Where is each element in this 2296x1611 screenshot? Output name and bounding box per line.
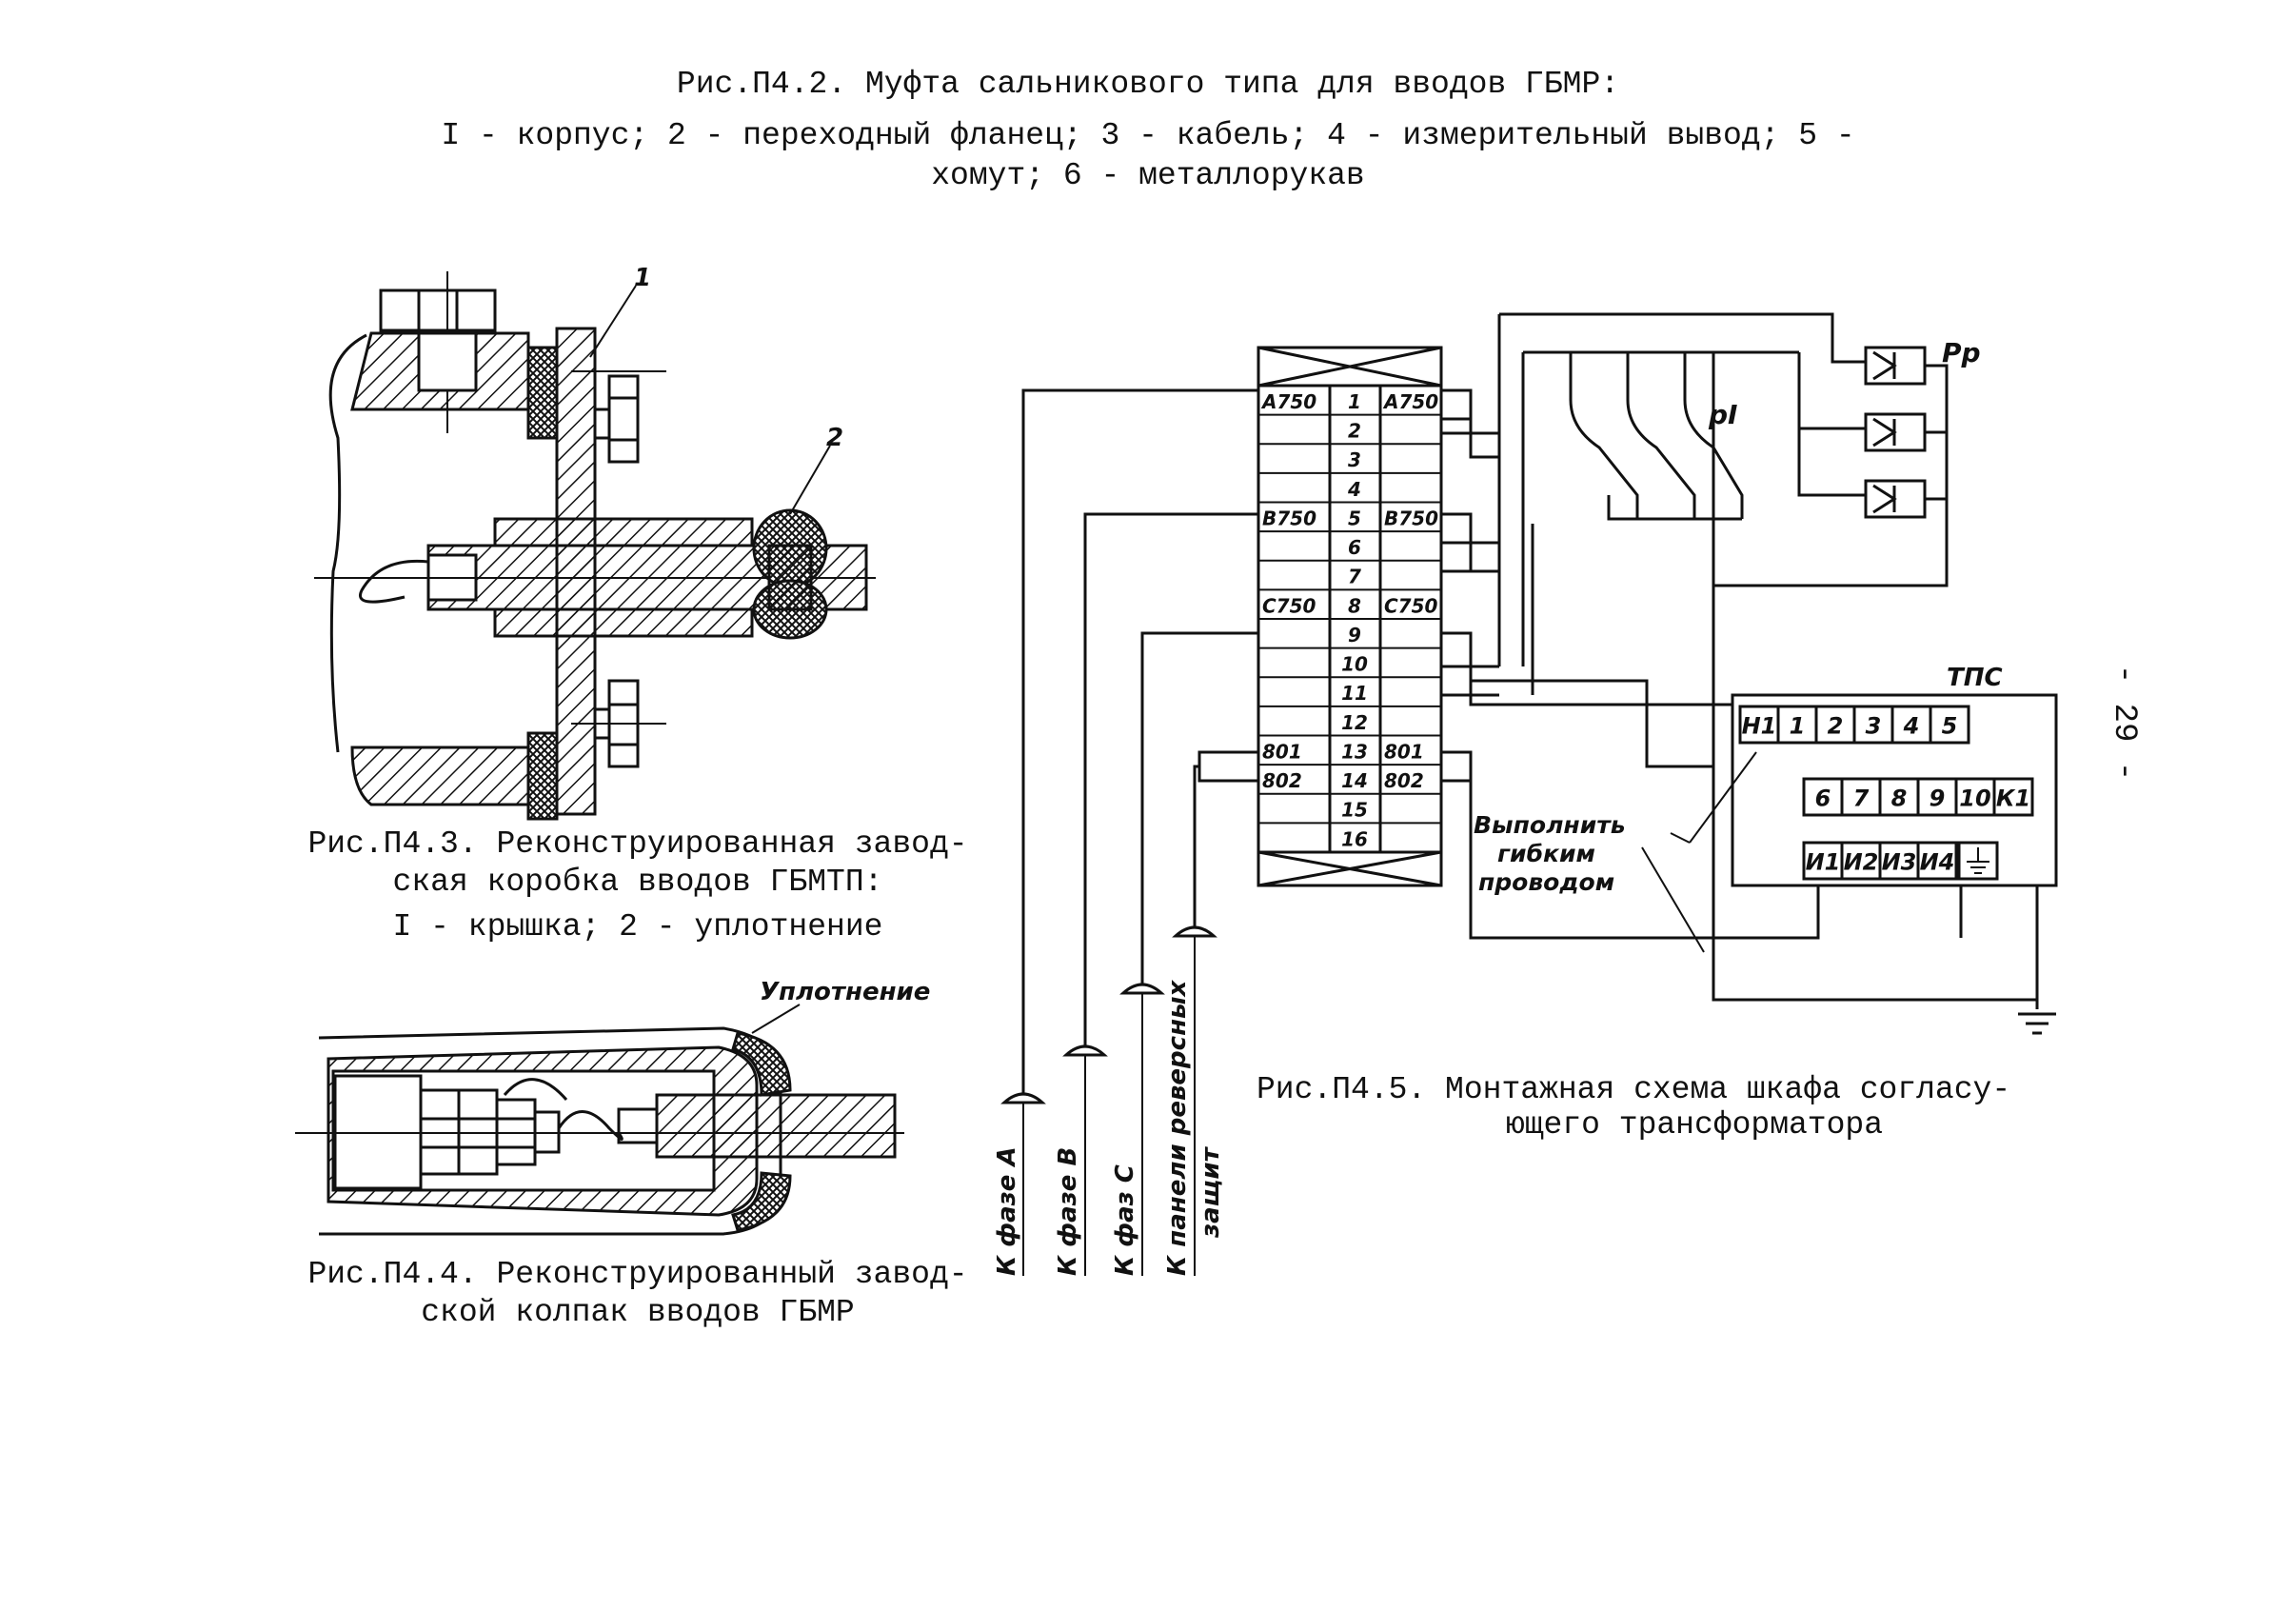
tps-row3-label: И2: [1844, 849, 1879, 876]
terminal-number: 2: [1348, 420, 1361, 443]
fig3-caption-line1: Рис.П4.3. Реконструированная завод-: [307, 826, 968, 862]
wire-label-phase-c: К фаз С: [1111, 1164, 1139, 1276]
terminal-right-label: A750: [1382, 390, 1438, 413]
fig2-legend-line1: I - корпус; 2 - переходный фланец; 3 - к…: [441, 118, 1855, 153]
tps-row1-label: 2: [1828, 713, 1844, 740]
terminal-number: 11: [1341, 682, 1368, 705]
fig4-seal-label: Уплотнение: [760, 978, 930, 1006]
fig3-caption-line3: I - крышка; 2 - уплотнение: [392, 909, 883, 945]
tps-row1-label: 1: [1790, 713, 1806, 740]
tps-row1-cell: [1814, 705, 1856, 745]
wire-label-phase-a: К фазе А: [993, 1146, 1021, 1276]
fig4-caption-line1: Рис.П4.4. Реконструированный завод-: [307, 1257, 968, 1292]
tps-row1-cell: [1852, 705, 1894, 745]
terminal-number: 5: [1348, 507, 1361, 529]
tps-row1-label: 4: [1903, 713, 1920, 740]
terminal-number: 1: [1348, 390, 1361, 413]
terminal-number: 4: [1347, 478, 1361, 501]
terminal-number: 15: [1341, 799, 1368, 822]
tps-row2-cell: [1992, 777, 2034, 817]
tps-row2-label: 7: [1853, 786, 1870, 812]
tps-row3-label: И4: [1920, 849, 1955, 876]
terminal-number: 3: [1348, 448, 1361, 471]
tps-row2-cell: [1878, 777, 1920, 817]
terminal-left-label: A750: [1260, 390, 1316, 413]
tps-row2-label: 9: [1930, 786, 1946, 812]
tps-row1-cell: [1929, 705, 1970, 745]
fig4-caption-line2: ской колпак вводов ГБМР: [421, 1295, 855, 1330]
note-line2: гибким: [1497, 840, 1595, 867]
note-line3: проводом: [1478, 868, 1614, 896]
note-line1: Выполнить: [1474, 811, 1626, 839]
terminal-number: 14: [1341, 769, 1368, 792]
terminal-left-label: B750: [1262, 507, 1316, 529]
terminal-right-label: 802: [1384, 769, 1424, 792]
terminal-number: 13: [1341, 740, 1368, 763]
terminal-number: 9: [1348, 624, 1361, 646]
tps-row3-cell: [1916, 841, 1958, 881]
terminal-number: 12: [1341, 711, 1368, 734]
terminal-right-label: B750: [1384, 507, 1438, 529]
tps-row3-cell: [1840, 841, 1882, 881]
fig5-caption-line1: Рис.П4.5. Монтажная схема шкафа согласу-: [1257, 1072, 2011, 1107]
tps-row1-label: Н1: [1742, 713, 1777, 740]
wire-label-panel: К панели реверсных: [1163, 979, 1192, 1276]
tps-row3-label: И1: [1806, 849, 1841, 876]
tps-label: ТПС: [1947, 664, 2003, 692]
fig3-callout-1: 1: [634, 264, 651, 292]
tps-row1-label: 5: [1942, 713, 1958, 740]
fig3-drawing: [314, 271, 876, 821]
wire-label-phase-b: К фазе В: [1054, 1147, 1082, 1276]
terminal-left-label: C750: [1262, 594, 1316, 617]
terminal-left-label: 802: [1262, 769, 1302, 792]
fig3-callout-2: 2: [826, 424, 843, 452]
fig5-caption-line2: ющего трансформатора: [1505, 1107, 1884, 1143]
terminal-left-label: 801: [1262, 740, 1302, 763]
terminal-number: 10: [1341, 653, 1368, 676]
tps-row1-cell: [1738, 705, 1780, 745]
tps-row3-label: И3: [1882, 849, 1917, 876]
tps-row2-label: 6: [1815, 786, 1831, 812]
tps-row2-cell: [1802, 777, 1844, 817]
terminal-right-label: C750: [1384, 594, 1438, 617]
tps-row1-cell: [1890, 705, 1932, 745]
fig4-drawing: [295, 1004, 904, 1236]
terminal-number: 7: [1348, 566, 1361, 588]
tps-row3-cell: [1878, 841, 1920, 881]
tps-row2-label: К1: [1996, 786, 2030, 812]
ground-icon: [1967, 847, 1989, 874]
fig3-caption-line2: ская коробка вводов ГБМТП:: [392, 865, 883, 900]
terminal-number: 6: [1348, 536, 1361, 559]
fig2-legend-line2: хомут; 6 - металлорукав: [931, 158, 1365, 193]
wire-label-panel-2: защит: [1197, 1145, 1225, 1239]
relay-pi-label: рI: [1708, 399, 1737, 430]
fig2-title: Рис.П4.2. Муфта сальникового типа для вв…: [676, 67, 1620, 102]
tps-row2-label: 10: [1959, 786, 1990, 812]
tps-row2-label: 8: [1891, 786, 1908, 812]
tps-row1-label: 3: [1866, 713, 1882, 740]
terminal-number: 8: [1348, 594, 1361, 617]
terminal-right-label: 801: [1384, 740, 1424, 763]
relay-pr-label: Рр: [1942, 337, 1981, 368]
tps-row2-cell: [1916, 777, 1958, 817]
terminal-number: 16: [1341, 827, 1368, 850]
